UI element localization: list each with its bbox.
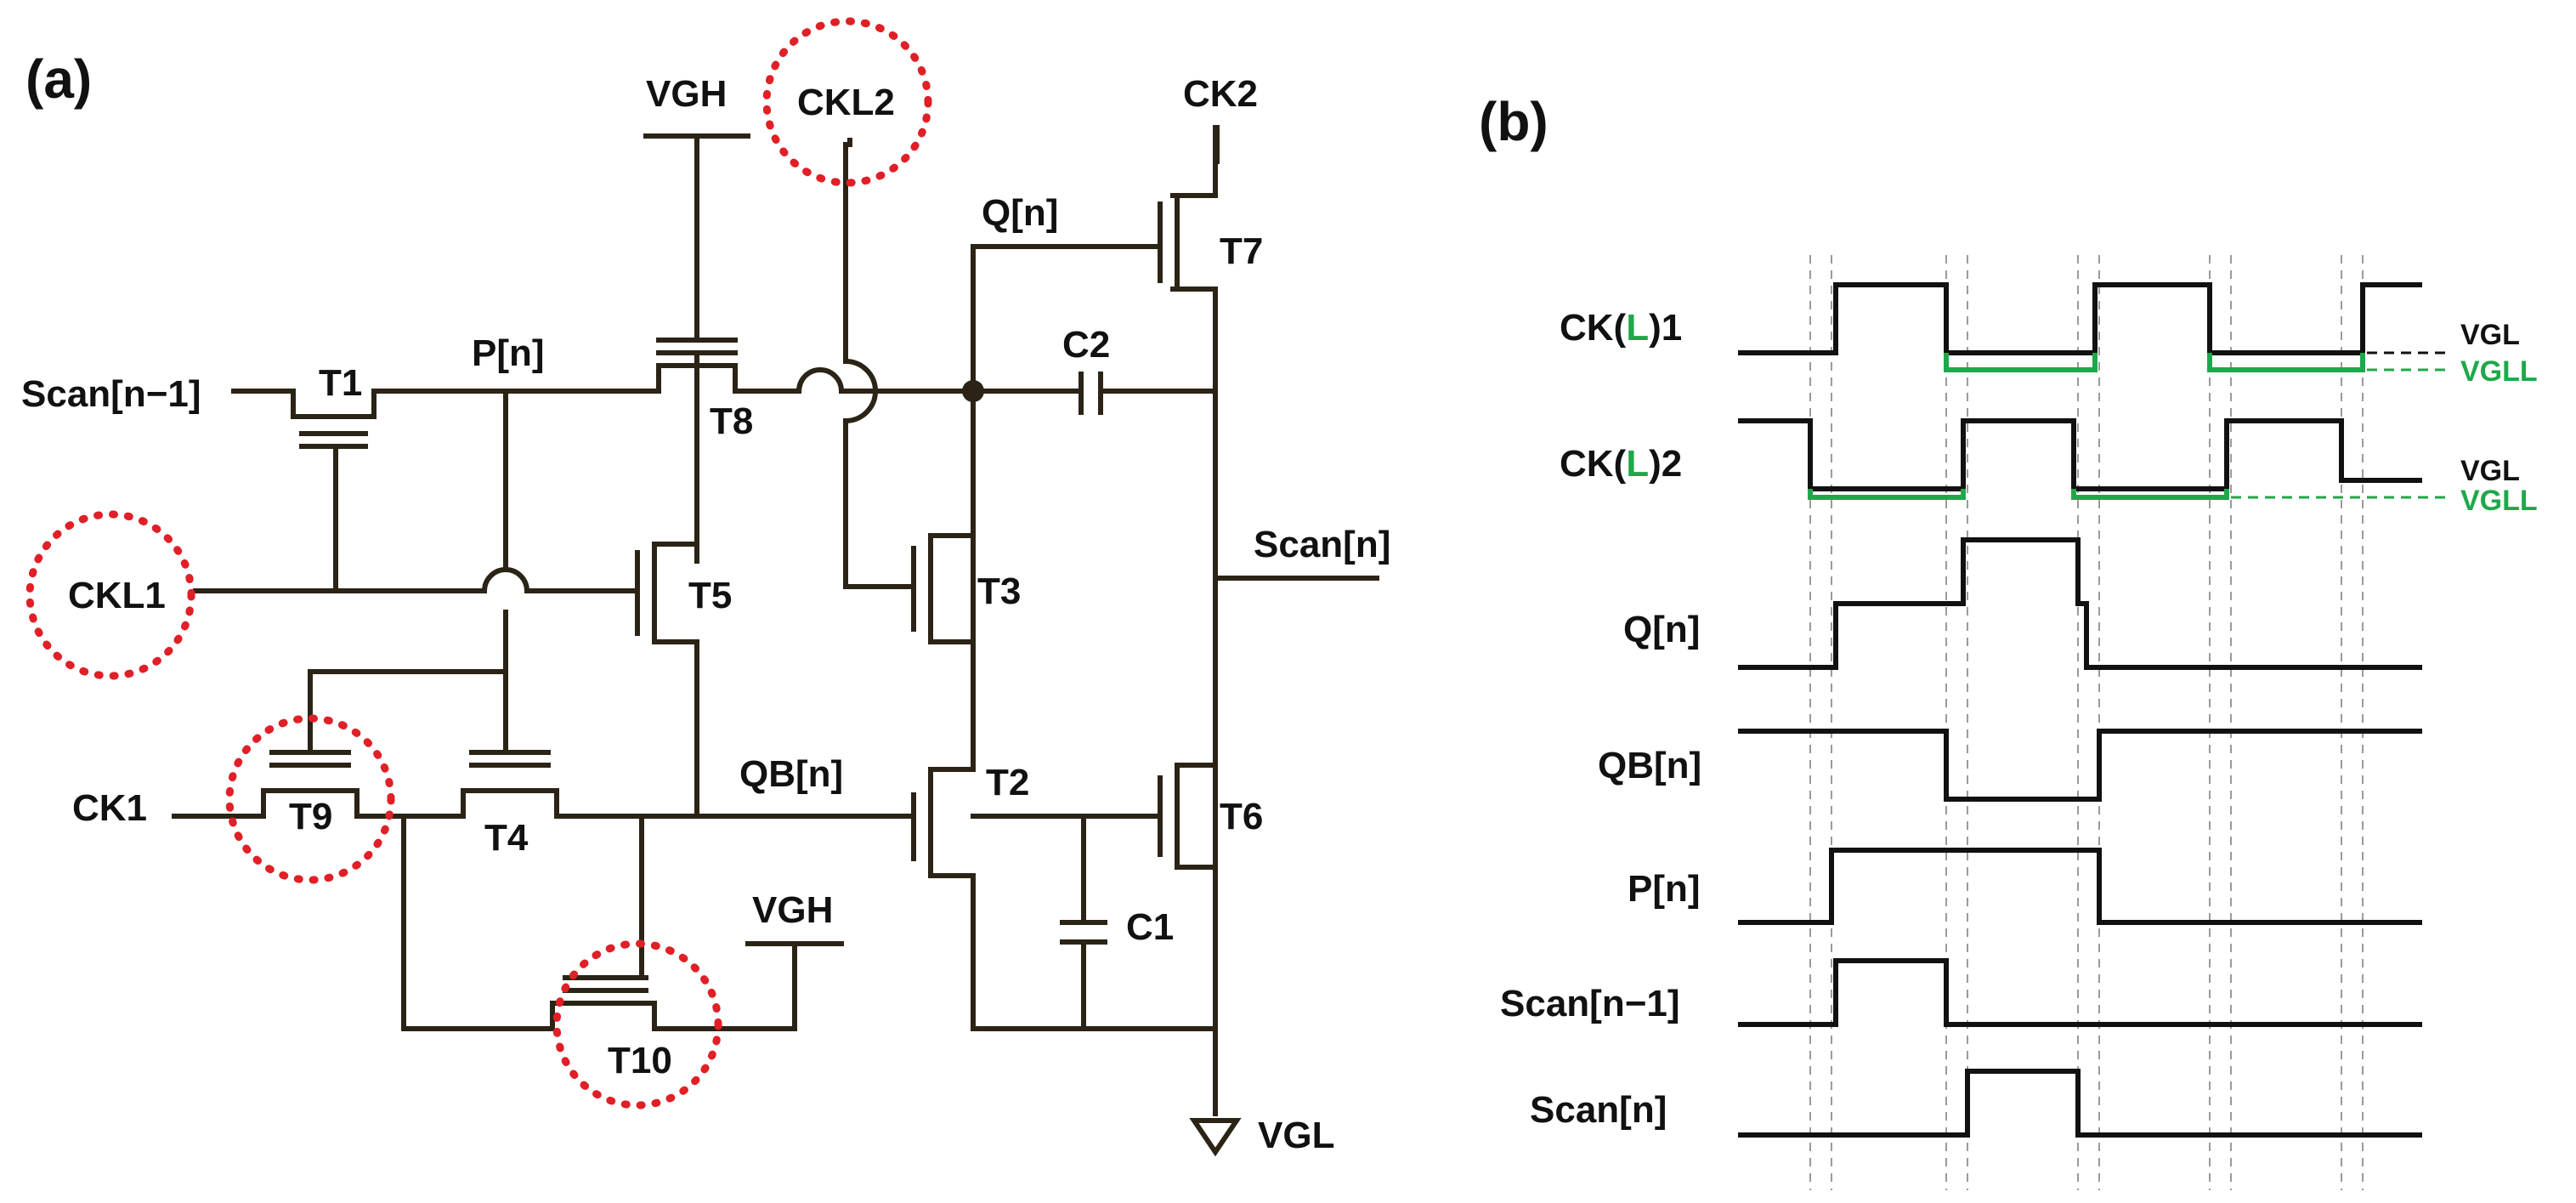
label-vgl-ck2: VGL: [2460, 455, 2520, 487]
highlight-t10: [552, 939, 722, 1109]
wave-scan-prev: [1738, 958, 2422, 1027]
label-ckl2-signal: CK(L)2: [1560, 443, 1682, 485]
label-q-signal: Q[n]: [1623, 609, 1700, 650]
label-scan-prev: Scan[n−1]: [21, 373, 201, 415]
label-t6: T6: [1220, 796, 1263, 837]
ckl1-vgll-seg1: [1944, 353, 2098, 372]
label-vgll-ck2: VGLL: [2460, 485, 2538, 517]
timing-waveforms: [1738, 282, 2422, 1138]
timing-labels: CK(L)1 CK(L)2 Q[n] QB[n] P[n] Scan[n−1] …: [1500, 307, 2538, 1131]
wave-q: [1738, 537, 2422, 670]
highlight-circles: [25, 17, 932, 1109]
label-t4: T4: [484, 817, 529, 859]
label-t9: T9: [289, 796, 332, 837]
ckl2-vgll-seg1: [1808, 489, 1966, 500]
ckl1-vgll-seg2: [2207, 353, 2365, 372]
label-scan-signal: Scan[n]: [1530, 1089, 1667, 1131]
label-qb-signal: QB[n]: [1598, 745, 1701, 786]
label-ckl1: CKL1: [68, 575, 166, 616]
vgl-ground-symbol: [1189, 1118, 1242, 1157]
wave-qb: [1738, 729, 2422, 802]
panel-label-b: (b): [1479, 91, 1548, 152]
label-vgll-ck1: VGLL: [2460, 355, 2538, 388]
ckl2-hop: [842, 358, 878, 424]
label-t8: T8: [710, 400, 753, 442]
wave-ckl2: [1738, 418, 2422, 491]
label-q-node: Q[n]: [982, 192, 1058, 234]
wave-scan: [1738, 1069, 2422, 1138]
t6-terminals: [1175, 763, 1218, 870]
label-vgl: VGL: [1258, 1115, 1334, 1156]
label-scan-prev-signal: Scan[n−1]: [1500, 983, 1680, 1024]
timing-guides: [1809, 255, 2364, 1190]
circuit-labels: VGH CKL2 CK2 Q[n] T7 C2 Scan[n−1] T1 P[n…: [21, 73, 1390, 1156]
t5-terminals: [652, 542, 699, 819]
highlight-t9: [225, 714, 395, 884]
label-ck1: CK1: [72, 787, 147, 829]
vgll-overlays: [1808, 353, 2365, 500]
t3-terminals: [928, 533, 976, 644]
t2-terminals: [928, 720, 1218, 1031]
label-p-signal: P[n]: [1628, 868, 1701, 910]
t7-terminals: [1175, 142, 1218, 292]
ckl1-wire: [193, 567, 636, 593]
p-node-wire: [231, 363, 801, 419]
label-t2: T2: [986, 762, 1029, 803]
label-scan-out: Scan[n]: [1254, 524, 1390, 565]
wave-p: [1738, 848, 2422, 925]
label-c1: C1: [1126, 906, 1174, 948]
panel-label-a: (a): [25, 48, 92, 110]
label-t1: T1: [319, 362, 362, 404]
label-vgl-ck1: VGL: [2460, 319, 2520, 351]
label-t7: T7: [1220, 230, 1263, 272]
label-ckl1-signal: CK(L)1: [1560, 307, 1682, 349]
level-ref-lines: [2231, 351, 2448, 499]
wave-ckl1: [1738, 282, 2422, 355]
label-vgh-top: VGH: [646, 73, 727, 115]
highlight-ckl1: [25, 510, 195, 680]
circuit-schematic: [172, 125, 1379, 1157]
ckl2-vgll-seg2: [2071, 489, 2229, 500]
q-junction-dot: [962, 380, 984, 402]
label-c2: C2: [1062, 324, 1110, 366]
t10-loop-wire: [401, 814, 797, 1031]
label-qb-node: QB[n]: [739, 753, 843, 795]
highlight-ckl2: [762, 17, 932, 187]
label-p-node: P[n]: [472, 332, 545, 374]
q-crossover-wire: [795, 367, 976, 394]
label-vgh-bottom: VGH: [752, 889, 833, 931]
label-t5: T5: [688, 575, 732, 616]
t3-gate-wire: [843, 418, 916, 589]
label-ck2: CK2: [1183, 73, 1258, 115]
label-ckl2: CKL2: [797, 82, 895, 123]
label-t3: T3: [977, 570, 1021, 612]
qb-node-wire: [172, 788, 912, 819]
label-t10: T10: [608, 1040, 672, 1081]
